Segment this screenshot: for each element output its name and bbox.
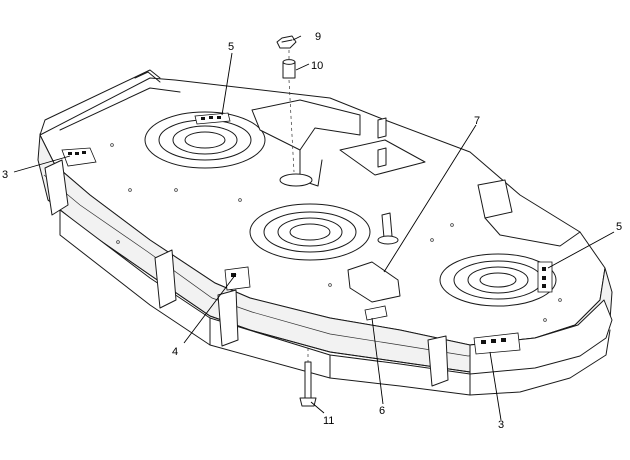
discharge-shield (469, 299, 613, 375)
callout-3-rear: 3 (2, 169, 8, 181)
decal-5-right (537, 261, 553, 293)
callout-7: 7 (474, 115, 480, 127)
front-brackets (44, 159, 449, 387)
decal-3-rear (61, 147, 97, 167)
decal-5-left (194, 112, 231, 125)
center-ridge (347, 261, 401, 303)
callout-11: 11 (323, 415, 334, 427)
nut-part-9 (276, 35, 297, 49)
callout-5-right: 5 (616, 221, 622, 233)
decal-4 (224, 266, 251, 291)
rear-right-bracket (477, 179, 581, 247)
callout-9: 9 (315, 31, 321, 43)
right-spindle-housing (439, 253, 557, 307)
callout-10: 10 (311, 60, 323, 72)
spacer-part-10 (282, 59, 296, 79)
leader-lines (13, 35, 615, 421)
callout-labels: 9 10 5 7 3 5 4 6 3 11 (2, 31, 622, 431)
bolt-part-11 (299, 361, 317, 407)
callout-5-left: 5 (228, 41, 234, 53)
decal-3-front (473, 332, 521, 355)
bolt-holes (110, 143, 562, 322)
left-spindle-housing (144, 111, 266, 169)
center-spindle-housing (249, 203, 371, 261)
callout-6: 6 (379, 405, 385, 417)
callout-3-front: 3 (498, 419, 504, 431)
decal-6 (364, 305, 388, 321)
idler-bracket (251, 99, 426, 245)
callout-4: 4 (172, 346, 178, 358)
